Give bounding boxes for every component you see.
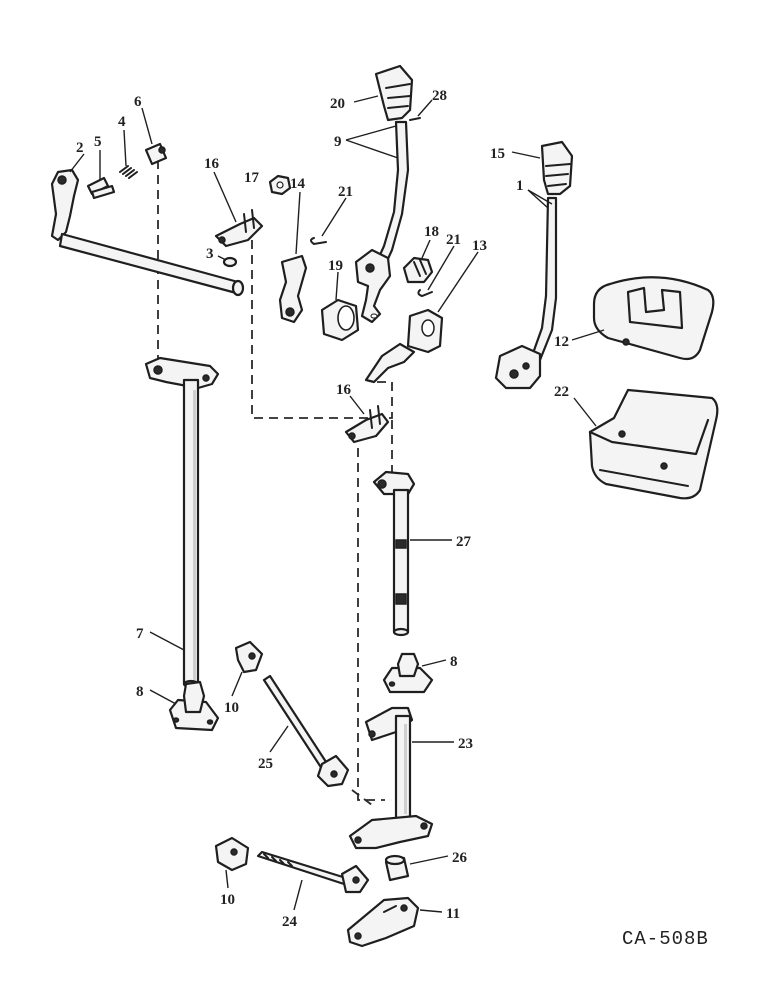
drawing-code: CA-508B <box>622 928 709 950</box>
part-10-clevis-lower <box>214 836 250 872</box>
part-3-small-pin <box>222 256 238 268</box>
callout-10-upper: 10 <box>224 700 239 716</box>
callout-4: 4 <box>118 114 126 130</box>
callout-2: 2 <box>76 140 84 156</box>
callout-16-lower: 16 <box>336 382 352 398</box>
part-28-pin <box>409 117 421 121</box>
part-18-fitting <box>402 256 434 284</box>
callout-15: 15 <box>490 146 505 162</box>
part-6-plunger <box>144 142 168 166</box>
callout-14: 14 <box>290 176 306 192</box>
part-16-bracket-upper <box>214 209 264 248</box>
part-14-lever-arm <box>278 254 308 324</box>
callout-6: 6 <box>134 94 142 110</box>
part-26-collar <box>384 854 410 882</box>
callout-13: 13 <box>472 238 487 254</box>
assembly-guide-lines <box>157 160 393 806</box>
part-21-cotter-upper <box>310 237 327 246</box>
part-24-threaded-rod <box>256 850 370 894</box>
callout-7: 7 <box>136 626 144 642</box>
part-7-vertical-rod <box>144 356 220 689</box>
part-21-cotter-lower <box>417 289 433 298</box>
part-12-upper-cover <box>592 276 715 361</box>
callout-26: 26 <box>452 850 468 866</box>
part-17-nut <box>268 174 292 196</box>
callout-19: 19 <box>328 258 343 274</box>
callout-12: 12 <box>554 334 569 350</box>
callout-21-upper: 21 <box>338 184 353 200</box>
callout-23: 23 <box>458 736 473 752</box>
callout-24: 24 <box>282 914 298 930</box>
part-2-cross-shaft <box>50 168 245 297</box>
part-25-link-rod <box>262 674 350 788</box>
part-11-bell-crank-plate <box>346 896 420 948</box>
part-10-clevis-upper <box>234 640 264 674</box>
callout-5: 5 <box>94 134 102 150</box>
callout-8-left: 8 <box>136 684 144 700</box>
callout-21-lower: 21 <box>446 232 461 248</box>
callout-10-lower: 10 <box>220 892 235 908</box>
callout-18: 18 <box>424 224 439 240</box>
callout-9: 9 <box>334 134 342 150</box>
callout-8-right: 8 <box>450 654 458 670</box>
part-9-shift-lever <box>354 120 410 324</box>
part-13-fork-bracket <box>364 308 444 384</box>
callout-17: 17 <box>244 170 260 186</box>
callout-1: 1 <box>516 178 524 194</box>
part-23-lower-shaft <box>348 706 434 850</box>
callout-20: 20 <box>330 96 345 112</box>
leader-lines <box>69 95 605 913</box>
part-27-shaft <box>372 470 416 637</box>
part-22-lower-cover <box>588 388 719 500</box>
part-8-bearing-right <box>382 652 434 694</box>
callout-16-upper: 16 <box>204 156 220 172</box>
callout-labels: 1 2 3 4 5 6 7 8 8 9 10 10 11 12 13 14 15… <box>76 88 569 930</box>
part-1-range-lever <box>494 196 558 390</box>
part-15-knob <box>540 140 574 196</box>
part-4-spring <box>119 165 138 179</box>
callout-25: 25 <box>258 756 273 772</box>
callout-3: 3 <box>206 246 214 262</box>
callout-28: 28 <box>432 88 447 104</box>
part-19-bushing <box>320 298 360 342</box>
part-20-knob <box>374 64 414 122</box>
callout-11: 11 <box>446 906 460 922</box>
callout-27: 27 <box>456 534 472 550</box>
part-8-bearing-left <box>168 680 220 732</box>
callout-22: 22 <box>554 384 569 400</box>
part-16-bracket-lower <box>344 405 390 444</box>
part-5-pin <box>86 176 116 200</box>
